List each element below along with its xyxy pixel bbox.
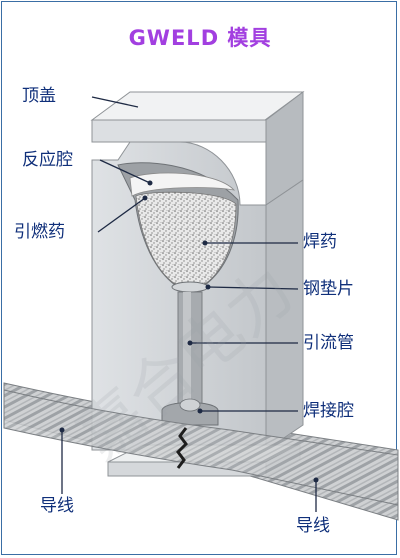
leader-dots bbox=[59, 180, 319, 483]
leader-steel-disc bbox=[207, 286, 299, 290]
top-cover-front-face bbox=[91, 119, 267, 143]
leader-lines bbox=[61, 96, 317, 512]
weld-joint bbox=[176, 427, 188, 469]
welding-powder bbox=[135, 191, 237, 285]
steel-disc bbox=[171, 281, 209, 293]
label-top-cover: 顶盖 bbox=[22, 86, 56, 106]
tap-hole-highlight bbox=[183, 292, 191, 404]
diagram-title: GWELD 模具 bbox=[128, 26, 272, 50]
label-conductor-left: 导线 bbox=[40, 496, 74, 516]
leader-reaction-chamber bbox=[99, 159, 151, 184]
leader-ignition-powder bbox=[97, 197, 146, 233]
weld-cavity-droplet bbox=[179, 398, 201, 412]
label-steel-disc: 钢垫片 bbox=[303, 279, 354, 299]
leader-top-cover bbox=[91, 96, 139, 108]
label-weld-cavity: 焊接腔 bbox=[303, 401, 354, 421]
ignition-powder bbox=[129, 172, 236, 197]
label-welding-powder: 焊药 bbox=[303, 232, 337, 252]
label-reaction-chamber: 反应腔 bbox=[22, 150, 73, 170]
label-ignition-powder: 引燃药 bbox=[14, 222, 65, 242]
label-tap-hole: 引流管 bbox=[303, 333, 354, 353]
weld-cavity bbox=[161, 402, 219, 426]
label-conductor-right: 导线 bbox=[296, 516, 330, 536]
conductor-front bbox=[3, 389, 399, 506]
